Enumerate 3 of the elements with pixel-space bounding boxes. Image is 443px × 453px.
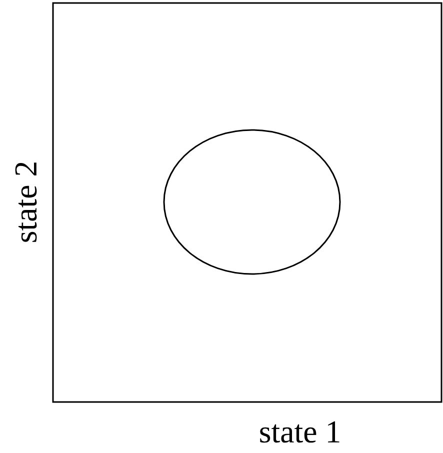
ellipse <box>163 129 341 275</box>
axis-label: state 1 <box>260 421 340 443</box>
axis-label: state 2 <box>15 162 37 242</box>
